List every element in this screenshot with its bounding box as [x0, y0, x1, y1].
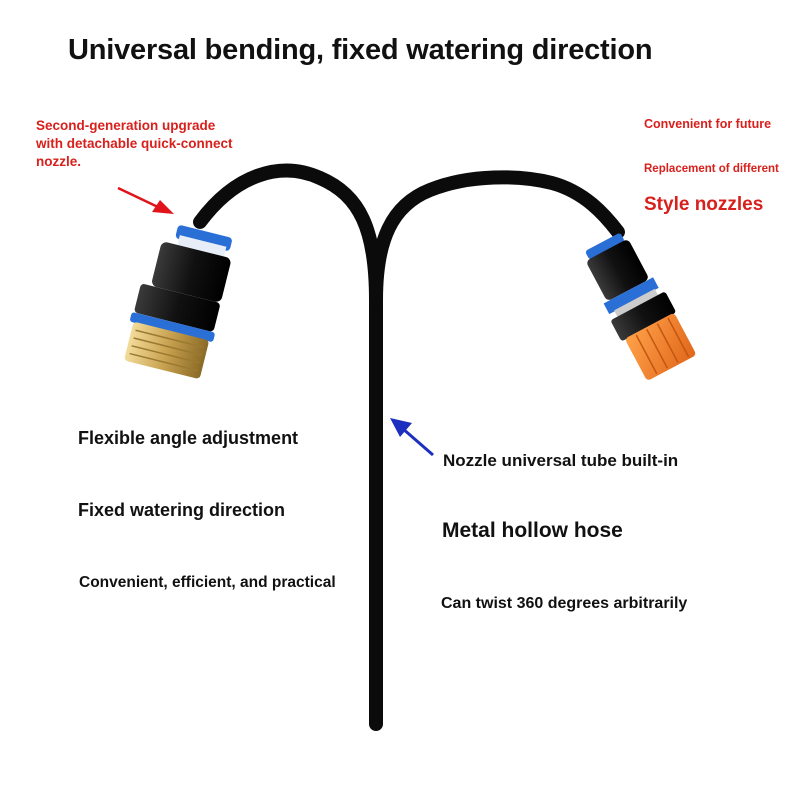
- callout-right-line1: Convenient for future: [644, 117, 772, 131]
- callout-detachable-nozzle: Second-generation upgrade with detachabl…: [36, 118, 233, 169]
- right-quick-connect-nozzle: [585, 233, 696, 380]
- left-quick-connect-nozzle: [124, 225, 232, 379]
- feature-convenient: Convenient, efficient, and practical: [79, 574, 336, 591]
- page-title: Universal bending, fixed watering direct…: [68, 34, 653, 66]
- feature-metal-hose: Metal hollow hose: [442, 519, 623, 542]
- callout-right-line2: Replacement of different: [644, 163, 779, 175]
- red-arrow: [117, 186, 174, 214]
- blue-arrow: [390, 418, 434, 457]
- feature-flexible-angle: Flexible angle adjustment: [78, 428, 299, 448]
- callout-right-line3: Style nozzles: [644, 194, 764, 215]
- hose: [193, 163, 625, 731]
- feature-fixed-direction: Fixed watering direction: [78, 500, 286, 520]
- feature-twist-360: Can twist 360 degrees arbitrarily: [441, 595, 688, 612]
- feature-universal-tube: Nozzle universal tube built-in: [443, 451, 679, 470]
